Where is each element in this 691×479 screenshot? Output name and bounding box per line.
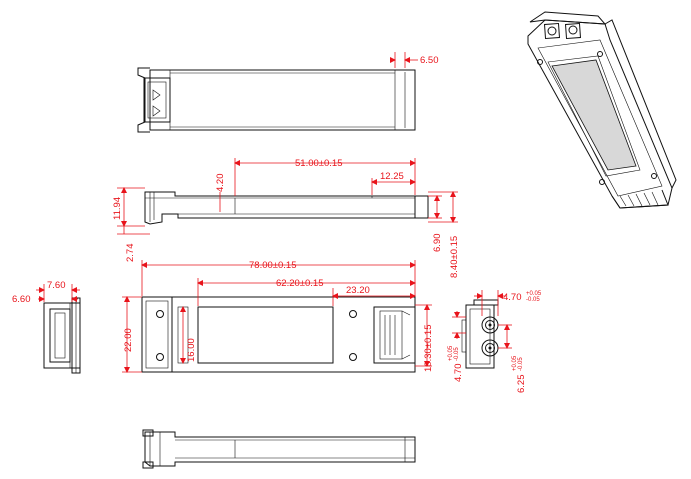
dim-6-90: 6.90 xyxy=(428,195,443,253)
isometric-view xyxy=(527,11,677,209)
dim-text-62-20: 62.20±0.15 xyxy=(276,278,323,289)
dim-text-4-20: 4.20 xyxy=(215,174,226,193)
dim-4-70-top: 4.70 +0.05 -0.05 xyxy=(474,290,542,316)
dim-4-70-left: 4.70 +0.05 -0.05 xyxy=(448,311,466,382)
dim-2-74: 2.74 xyxy=(117,226,150,262)
dim-text-6-60: 6.60 xyxy=(12,294,31,305)
dim-text-78-00: 78.00±0.15 xyxy=(249,260,296,271)
dim-78-00: 78.00±0.15 xyxy=(141,260,416,296)
dim-22-00: 22.00 xyxy=(122,296,142,373)
dim-text-16-00: 16.00 xyxy=(186,338,197,362)
dim-tol-6-25-plus: +0.05 xyxy=(512,355,518,371)
dim-12-25: 12.25 xyxy=(371,171,416,195)
dim-text-18-30: 18.30±0.15 xyxy=(423,325,434,372)
dim-4-20: 4.20 xyxy=(215,174,226,212)
dim-6-60: 6.60 xyxy=(12,294,78,305)
dim-text-7-60: 7.60 xyxy=(47,280,66,291)
dim-text-6-90: 6.90 xyxy=(432,234,443,253)
dim-text-22-00: 22.00 xyxy=(123,328,134,352)
dim-text-4-70-top: 4.70 xyxy=(503,292,522,303)
front-port-view xyxy=(461,299,499,369)
dim-18-30: 18.30±0.15 xyxy=(415,304,434,372)
dim-23-20: 23.20 xyxy=(332,285,416,306)
top-view xyxy=(137,67,416,133)
dim-6-25: 6.25 +0.05 -0.05 xyxy=(498,324,527,394)
dim-62-20: 62.20±0.15 xyxy=(197,278,416,306)
dim-tol-4-70-top-plus: +0.05 xyxy=(526,291,542,297)
dim-tol-6-25-minus: -0.05 xyxy=(518,357,524,371)
dim-text-12-25: 12.25 xyxy=(380,171,404,182)
dim-text-6-50: 6.50 xyxy=(420,55,439,66)
dim-text-8-40: 8.40±0.15 xyxy=(449,236,460,278)
dim-51-00: 51.00±0.15 xyxy=(234,158,416,196)
dim-tol-4-70-left-plus: +0.05 xyxy=(448,345,454,361)
dim-text-23-20: 23.20 xyxy=(346,285,370,296)
dim-tol-4-70-left-minus: -0.05 xyxy=(454,347,460,361)
dim-16-00: 16.00 xyxy=(180,306,197,364)
dim-text-4-70-left: 4.70 xyxy=(453,364,464,383)
dim-text-51-00: 51.00±0.15 xyxy=(295,158,342,169)
dim-text-11-94: 11.94 xyxy=(112,197,123,220)
dim-latch-6-50: 6.50 xyxy=(390,52,439,68)
dim-text-2-74: 2.74 xyxy=(125,244,136,263)
dim-11-94: 11.94 xyxy=(112,187,145,227)
dim-tol-4-70-top-minus: -0.05 xyxy=(526,297,540,303)
lower-side-view xyxy=(142,429,416,469)
side-view xyxy=(144,191,429,225)
left-end-view xyxy=(43,297,81,374)
dim-text-6-25: 6.25 xyxy=(516,375,527,394)
dim-8-40: 8.40±0.15 xyxy=(428,191,460,278)
